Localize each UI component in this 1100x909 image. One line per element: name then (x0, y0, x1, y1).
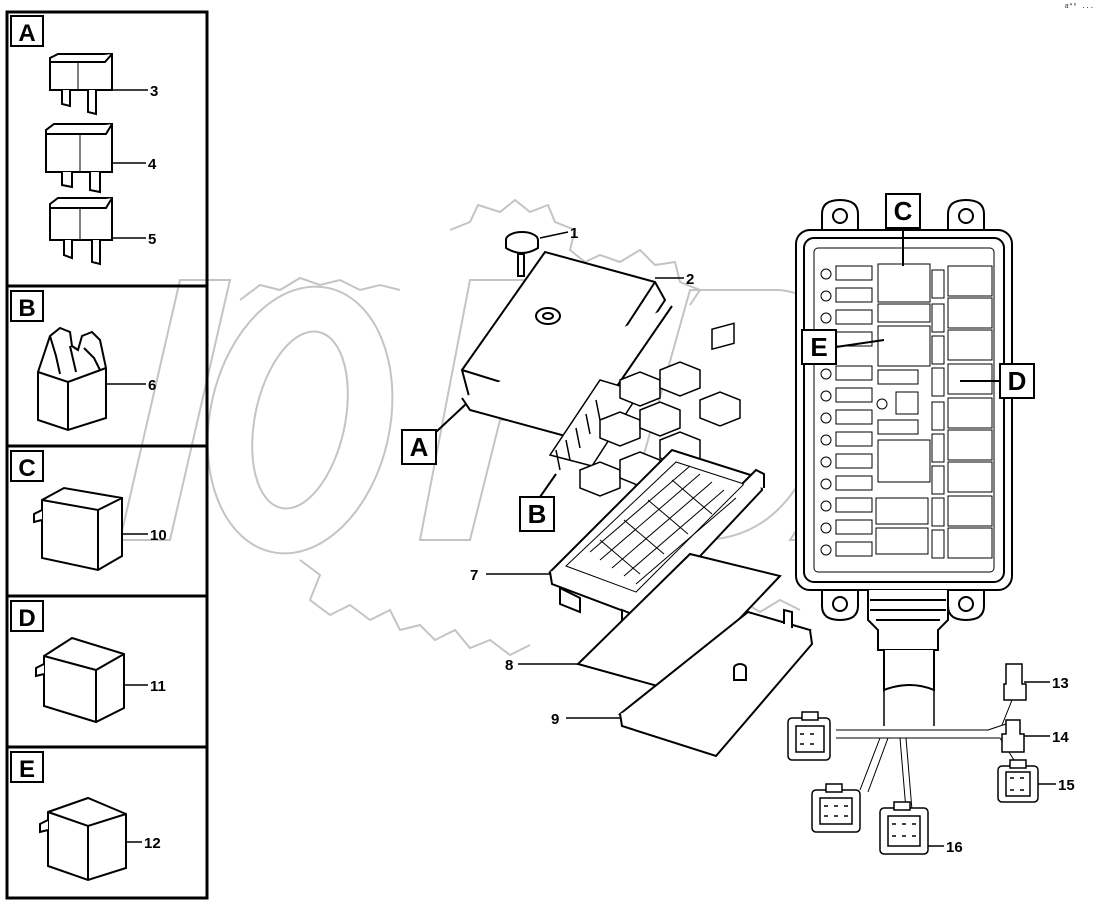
panel-letter-A: A (10, 15, 44, 47)
part-number-11: 11 (150, 678, 166, 695)
part-number-4: 4 (148, 156, 157, 173)
base-fuse-grid (589, 465, 737, 585)
part-number-6: 6 (148, 377, 156, 394)
gasket (576, 552, 782, 692)
connector-icon (879, 801, 929, 855)
relay-icon (35, 636, 125, 724)
part-number-10: 10 (150, 527, 167, 544)
lower-tray (617, 608, 814, 758)
callout-B: B (519, 473, 557, 532)
part-numbers-left: 3 4 5 6 10 11 12 (144, 83, 167, 852)
top-view-fuse-column (820, 265, 873, 557)
part-number-13: 13 (1052, 675, 1069, 692)
top-view-relays (875, 263, 931, 555)
callout-C-text: C (894, 196, 913, 226)
part-number-3: 3 (150, 83, 158, 100)
fuse-icon (45, 123, 113, 194)
panel-letter-E: E (10, 751, 44, 783)
relay-icon (33, 486, 123, 572)
part-number-2: 2 (686, 271, 694, 288)
panel-letter-B: B (10, 290, 44, 322)
connector-icon (811, 783, 861, 833)
fuse-relay-stack (548, 322, 741, 497)
fuse-icon (49, 53, 113, 116)
part-number-12: 12 (144, 835, 161, 852)
fuse-icon (49, 197, 113, 266)
callout-D-text: D (1008, 366, 1027, 396)
leader-lines-right (928, 681, 1056, 847)
bolt-icon (505, 231, 539, 277)
panel-letter-C: C (10, 450, 44, 482)
panel-letter-D-text: D (18, 605, 35, 632)
panel-letter-A-text: A (18, 20, 35, 47)
panel-letter-E-text: E (19, 756, 35, 783)
part-number-1: 1 (570, 225, 578, 242)
relay-icon (39, 796, 127, 882)
part-number-5: 5 (148, 231, 156, 248)
callout-A-text: A (410, 432, 429, 462)
legend-panels (5, 10, 209, 900)
part-numbers-center: 1 2 7 8 9 (470, 225, 694, 728)
callout-E: E (801, 329, 885, 365)
connector-icon (1003, 663, 1027, 701)
fuse-box-cover (460, 250, 673, 442)
panel-letter-B-text: B (18, 295, 35, 322)
corner-mark: a⁴⁰ ... (1064, 2, 1094, 10)
part-number-16: 16 (946, 839, 963, 856)
part-numbers-right: 13 14 15 16 (946, 675, 1075, 856)
callout-C: C (885, 193, 921, 266)
callout-D: D (960, 363, 1035, 399)
part-number-9: 9 (551, 711, 559, 728)
connector-icon (1001, 719, 1025, 753)
callout-B-text: B (528, 499, 547, 529)
top-view-right-relays (931, 265, 993, 559)
part-number-7: 7 (470, 567, 478, 584)
part-number-15: 15 (1058, 777, 1075, 794)
connector-icon (997, 759, 1039, 803)
connector-icon (787, 711, 831, 761)
part-number-8: 8 (505, 657, 513, 674)
leader-lines-left (106, 89, 148, 843)
callout-E-text: E (810, 332, 827, 362)
wire-harness (836, 590, 1015, 811)
panel-letter-C-text: C (18, 455, 35, 482)
fuse-holder-icon (37, 326, 107, 432)
callout-A: A (401, 403, 467, 465)
panel-letter-D: D (10, 600, 44, 632)
part-number-14: 14 (1052, 729, 1069, 746)
